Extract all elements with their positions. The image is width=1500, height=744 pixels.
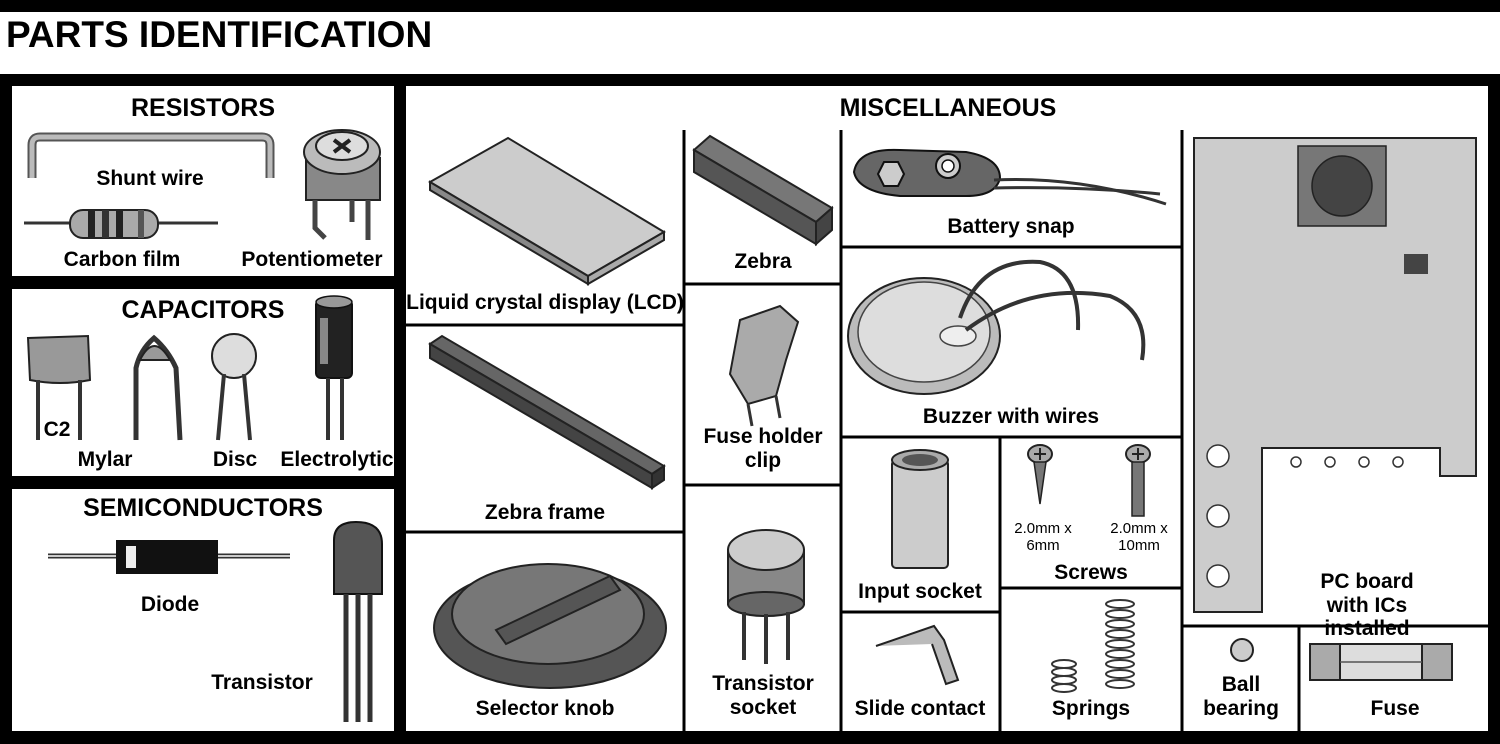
electrolytic-capacitor-icon	[315, 295, 353, 440]
label-disc: Disc	[212, 448, 258, 471]
input-socket-icon	[891, 449, 949, 569]
disc-capacitor-icon	[211, 333, 257, 441]
buzzer-icon	[847, 259, 1146, 395]
zebra-frame-icon	[428, 334, 666, 490]
slide-contact-icon	[875, 624, 960, 686]
label-zebra-frame: Zebra frame	[484, 501, 606, 524]
section-miscellaneous-heading: MISCELLANEOUS	[839, 94, 1057, 122]
springs-icon	[1051, 599, 1135, 693]
label-springs: Springs	[1051, 697, 1131, 720]
transistor-icon	[333, 520, 383, 722]
label-potentiometer: Potentiometer	[241, 248, 383, 271]
battery-snap-icon	[852, 148, 1167, 206]
label-fuse: Fuse	[1370, 697, 1420, 720]
fuse-icon	[1309, 643, 1453, 681]
pc-board-icon	[1193, 137, 1477, 613]
label-electrolytic: Electrolytic	[280, 448, 394, 471]
mylar-capacitor-icon	[26, 334, 92, 440]
shunt-wire-icon	[27, 132, 275, 178]
label-battery-snap: Battery snap	[947, 215, 1075, 238]
label-selector-knob: Selector knob	[475, 697, 615, 720]
label-input-socket: Input socket	[858, 580, 982, 603]
screw-large-icon	[1125, 444, 1151, 517]
label-zebra: Zebra	[734, 250, 792, 273]
diode-icon	[48, 540, 290, 574]
zebra-icon	[692, 134, 834, 247]
ball-bearing-icon	[1230, 638, 1254, 662]
lcd-icon	[428, 136, 666, 286]
label-lcd: Liquid crystal display (LCD)	[406, 291, 684, 314]
transistor-socket-icon	[727, 529, 805, 664]
label-c2: C2	[43, 418, 71, 441]
section-semiconductors-heading: SEMICONDUCTORS	[83, 494, 323, 522]
label-shunt-wire: Shunt wire	[96, 167, 204, 190]
selector-knob-icon	[433, 563, 667, 689]
label-slide-contact: Slide contact	[854, 697, 986, 720]
screw-small-icon	[1027, 444, 1053, 505]
label-transistor: Transistor	[211, 671, 313, 694]
fuse-holder-clip-icon	[728, 304, 800, 427]
section-capacitors-heading: CAPACITORS	[121, 296, 285, 324]
ceramic-capacitor-icon	[133, 334, 183, 441]
label-diode: Diode	[140, 593, 200, 616]
label-screws: Screws	[1054, 561, 1128, 584]
page-title: PARTS IDENTIFICATION	[6, 14, 433, 55]
carbon-film-resistor-icon	[24, 209, 218, 239]
potentiometer-icon	[303, 129, 381, 240]
section-resistors-heading: RESISTORS	[130, 94, 276, 122]
label-carbon-film: Carbon film	[63, 248, 181, 271]
label-mylar: Mylar	[77, 448, 133, 471]
label-buzzer-with-wires: Buzzer with wires	[922, 405, 1100, 428]
